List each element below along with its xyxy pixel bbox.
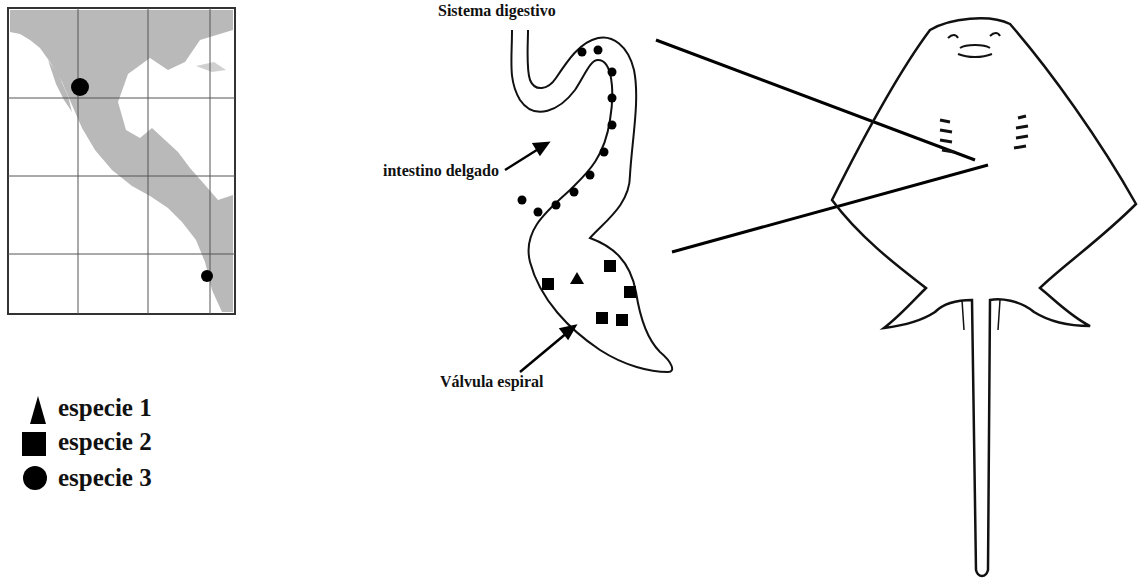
digestive-tract	[511, 30, 672, 372]
leader-arrows	[505, 143, 575, 372]
square-symbol	[22, 432, 46, 456]
part-label: Válvula espiral	[440, 373, 544, 391]
system-title: Sistema digestivo	[438, 2, 556, 20]
leader-lines	[656, 40, 988, 252]
species-3-dots	[518, 46, 617, 217]
stingray	[832, 18, 1136, 576]
legend-text: especie 3	[58, 464, 152, 492]
legend-text: especie 2	[58, 428, 152, 456]
legend-text: especie 1	[58, 394, 152, 422]
species-1-triangle	[570, 272, 584, 284]
triangle-symbol	[30, 396, 46, 424]
part-label: intestino delgado	[383, 162, 499, 180]
map	[8, 8, 235, 314]
circle-symbol	[23, 466, 47, 490]
species-2-squares	[542, 260, 636, 326]
